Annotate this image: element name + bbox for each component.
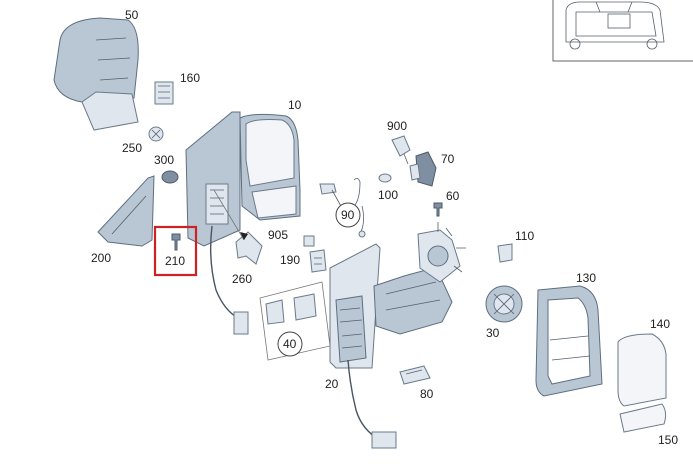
part-210-bolt[interactable]	[171, 233, 181, 251]
label-40[interactable]: 40	[283, 337, 297, 351]
harness-connector	[233, 311, 249, 335]
label-50[interactable]: 50	[125, 8, 139, 22]
base-connector	[371, 431, 397, 449]
part-70-indicator-lamp[interactable]	[409, 151, 437, 187]
part-130-mirror-frame[interactable]	[535, 285, 603, 397]
part-300-grommet[interactable]	[161, 170, 179, 184]
label-130[interactable]: 130	[576, 271, 596, 285]
part-40-electronics-kit[interactable]	[259, 281, 331, 361]
label-150[interactable]: 150	[658, 433, 678, 447]
part-150-lower-glass[interactable]	[619, 403, 667, 433]
part-60-screw[interactable]	[433, 202, 443, 217]
label-30[interactable]: 30	[486, 326, 500, 340]
vehicle-locator-thumbnail[interactable]	[552, 0, 693, 62]
label-140[interactable]: 140	[650, 317, 670, 331]
base-wire	[347, 359, 381, 441]
label-250[interactable]: 250	[122, 141, 142, 155]
part-190-connector[interactable]	[309, 249, 327, 273]
label-80[interactable]: 80	[420, 387, 434, 401]
part-30-motor[interactable]	[485, 285, 523, 323]
harness-wire	[209, 225, 245, 331]
part-100-bulb[interactable]	[378, 173, 392, 183]
label-905[interactable]: 905	[268, 228, 288, 242]
part-90-sensor[interactable]	[319, 178, 366, 238]
label-900[interactable]: 900	[387, 119, 407, 133]
label-90-circle	[335, 202, 361, 228]
label-190[interactable]: 190	[280, 253, 300, 267]
part-200-trim-panel[interactable]	[97, 175, 155, 247]
part-160-clip[interactable]	[154, 81, 174, 105]
label-210[interactable]: 210	[165, 254, 185, 268]
part-900-bulb[interactable]	[391, 135, 411, 165]
part-110-clip[interactable]	[497, 243, 513, 263]
part-140-mirror-glass[interactable]	[617, 333, 667, 407]
part-250-screw[interactable]	[148, 126, 164, 142]
fold-hinge-mechanism[interactable]	[417, 222, 466, 283]
label-90[interactable]: 90	[341, 208, 355, 222]
label-10[interactable]: 10	[288, 98, 302, 112]
part-905-clip[interactable]	[303, 235, 315, 247]
label-60[interactable]: 60	[446, 189, 460, 203]
callout-260	[213, 189, 245, 241]
label-160[interactable]: 160	[180, 71, 200, 85]
label-200[interactable]: 200	[91, 251, 111, 265]
part-20-base-plate[interactable]	[329, 243, 453, 369]
part-50-mirror-cover[interactable]	[53, 17, 139, 131]
label-110[interactable]: 110	[515, 229, 534, 243]
highlight-box-210	[153, 225, 198, 277]
label-70[interactable]: 70	[441, 152, 455, 166]
part-10-mirror-housing[interactable]	[185, 111, 301, 247]
part-80-switch[interactable]	[399, 365, 431, 385]
label-20[interactable]: 20	[325, 377, 339, 391]
part-260-bracket[interactable]	[235, 231, 263, 265]
callout-arrow-260	[240, 232, 248, 240]
label-300[interactable]: 300	[154, 153, 174, 167]
label-100[interactable]: 100	[378, 188, 398, 202]
label-260[interactable]: 260	[232, 272, 252, 286]
